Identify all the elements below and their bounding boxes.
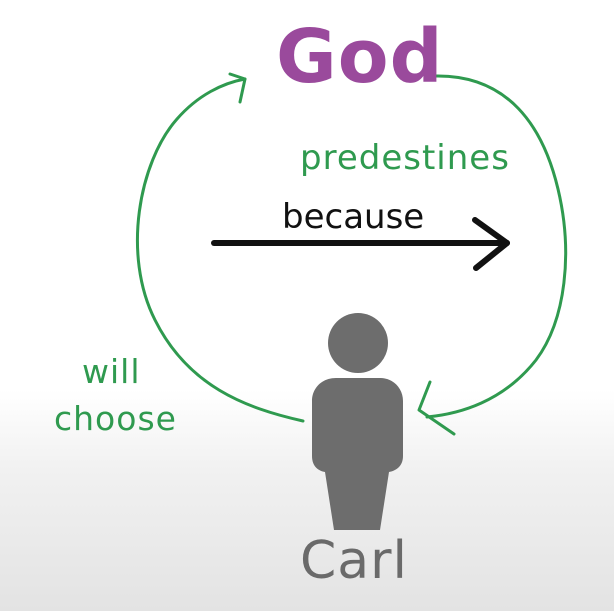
god-label: God bbox=[276, 14, 444, 100]
because-arrow bbox=[211, 217, 510, 271]
will-label: will bbox=[82, 352, 141, 391]
predestines-cycle-arrow bbox=[417, 74, 568, 436]
predestines-label: predestines bbox=[300, 138, 510, 178]
will-choose-cycle-arrow bbox=[136, 72, 305, 423]
carl-label: Carl bbox=[300, 531, 408, 591]
because-label: because bbox=[282, 197, 425, 237]
person-icon bbox=[312, 313, 403, 530]
choose-label: choose bbox=[54, 399, 177, 438]
